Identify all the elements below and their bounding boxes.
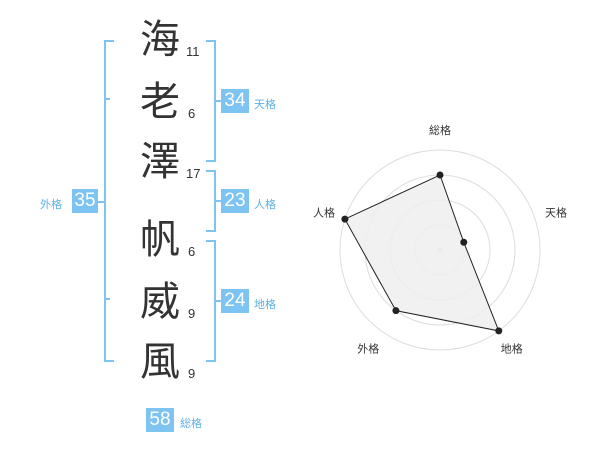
radar-point-0 — [436, 171, 444, 179]
stroke-count-4: 6 — [188, 244, 196, 259]
stroke-count-2: 6 — [188, 106, 196, 121]
gaikaku-tick-2 — [104, 298, 110, 300]
radar-points — [341, 171, 503, 335]
gaikaku-connector — [92, 201, 104, 203]
radar-point-4 — [341, 215, 349, 223]
radar-polygon — [344, 174, 500, 332]
jinkaku-label: 人格 — [254, 198, 276, 211]
chikaku-label: 地格 — [254, 298, 276, 311]
name-char-5: 威 — [140, 279, 180, 325]
radar-ring-4 — [339, 149, 541, 351]
radar-axis-label-4: 人格 — [313, 205, 335, 219]
chikaku-connector — [214, 300, 222, 302]
tenkaku-value: 34 — [221, 89, 249, 113]
jinkaku-value: 23 — [221, 189, 249, 213]
chikaku-value: 24 — [221, 289, 249, 313]
radar-axis-label-1: 天格 — [545, 205, 567, 219]
gaikaku-bracket — [104, 40, 114, 362]
gaikaku-label: 外格 — [40, 198, 62, 211]
stroke-count-5: 9 — [188, 306, 196, 321]
soukaku-value: 58 — [146, 408, 174, 432]
gaikaku-tick-1 — [104, 98, 110, 100]
stroke-count-3: 17 — [186, 166, 201, 181]
tenkaku-label: 天格 — [254, 98, 276, 111]
radar-axis-label-2: 地格 — [501, 342, 523, 356]
tenkaku-connector — [214, 100, 222, 102]
name-char-2: 老 — [140, 79, 180, 125]
soukaku-label: 総格 — [180, 417, 202, 430]
name-char-3: 澤 — [140, 139, 180, 185]
stroke-count-1: 11 — [186, 44, 200, 59]
name-char-6: 風 — [140, 339, 180, 385]
radar-point-1 — [460, 238, 468, 246]
radar-point-3 — [392, 307, 400, 315]
radar-point-2 — [495, 327, 503, 335]
jinkaku-connector — [214, 200, 222, 202]
radar-axis-label-0: 総格 — [429, 123, 451, 137]
name-char-1: 海 — [140, 17, 180, 63]
stroke-count-6: 9 — [188, 366, 196, 381]
gaikaku-value: 35 — [72, 189, 98, 213]
name-char-4: 帆 — [140, 217, 180, 263]
radar-axis-label-3: 外格 — [357, 342, 379, 356]
